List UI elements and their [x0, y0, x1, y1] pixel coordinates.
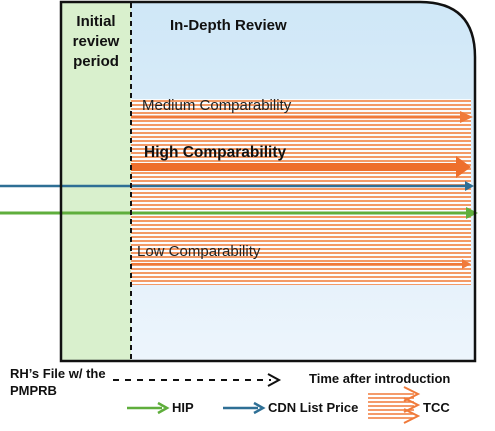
initial-review-label: Initial review period	[72, 13, 120, 70]
low-comparability-label: Low Comparability	[137, 243, 261, 260]
hip-line	[0, 207, 478, 219]
high-comparability-arrow	[131, 156, 471, 178]
rh-file-label: RH’s File w/ the PMPRB	[10, 366, 106, 398]
cdn-list-price-line	[0, 181, 474, 191]
in-depth-review-label: In-Depth Review	[170, 17, 287, 34]
low-comparability-arrow	[131, 259, 471, 269]
legend-cdn-label: CDN List Price	[268, 400, 359, 415]
medium-comparability-arrow	[131, 111, 473, 123]
high-comparability-label: High Comparability	[144, 144, 287, 161]
medium-comparability-label: Medium Comparability	[142, 97, 292, 114]
legend-hip-label: HIP	[172, 400, 194, 415]
legend-tcc-arrows	[368, 386, 421, 424]
legend-time-arrow	[113, 373, 282, 387]
legend-tcc-label: TCC	[423, 400, 450, 415]
initial-review-panel	[61, 2, 131, 361]
legend-cdn-arrow	[223, 401, 266, 415]
chart-frame	[59, 0, 477, 363]
legend-hip-arrow	[127, 401, 170, 415]
time-after-introduction-label: Time after introduction	[309, 371, 451, 386]
tcc-band-area	[131, 99, 471, 285]
